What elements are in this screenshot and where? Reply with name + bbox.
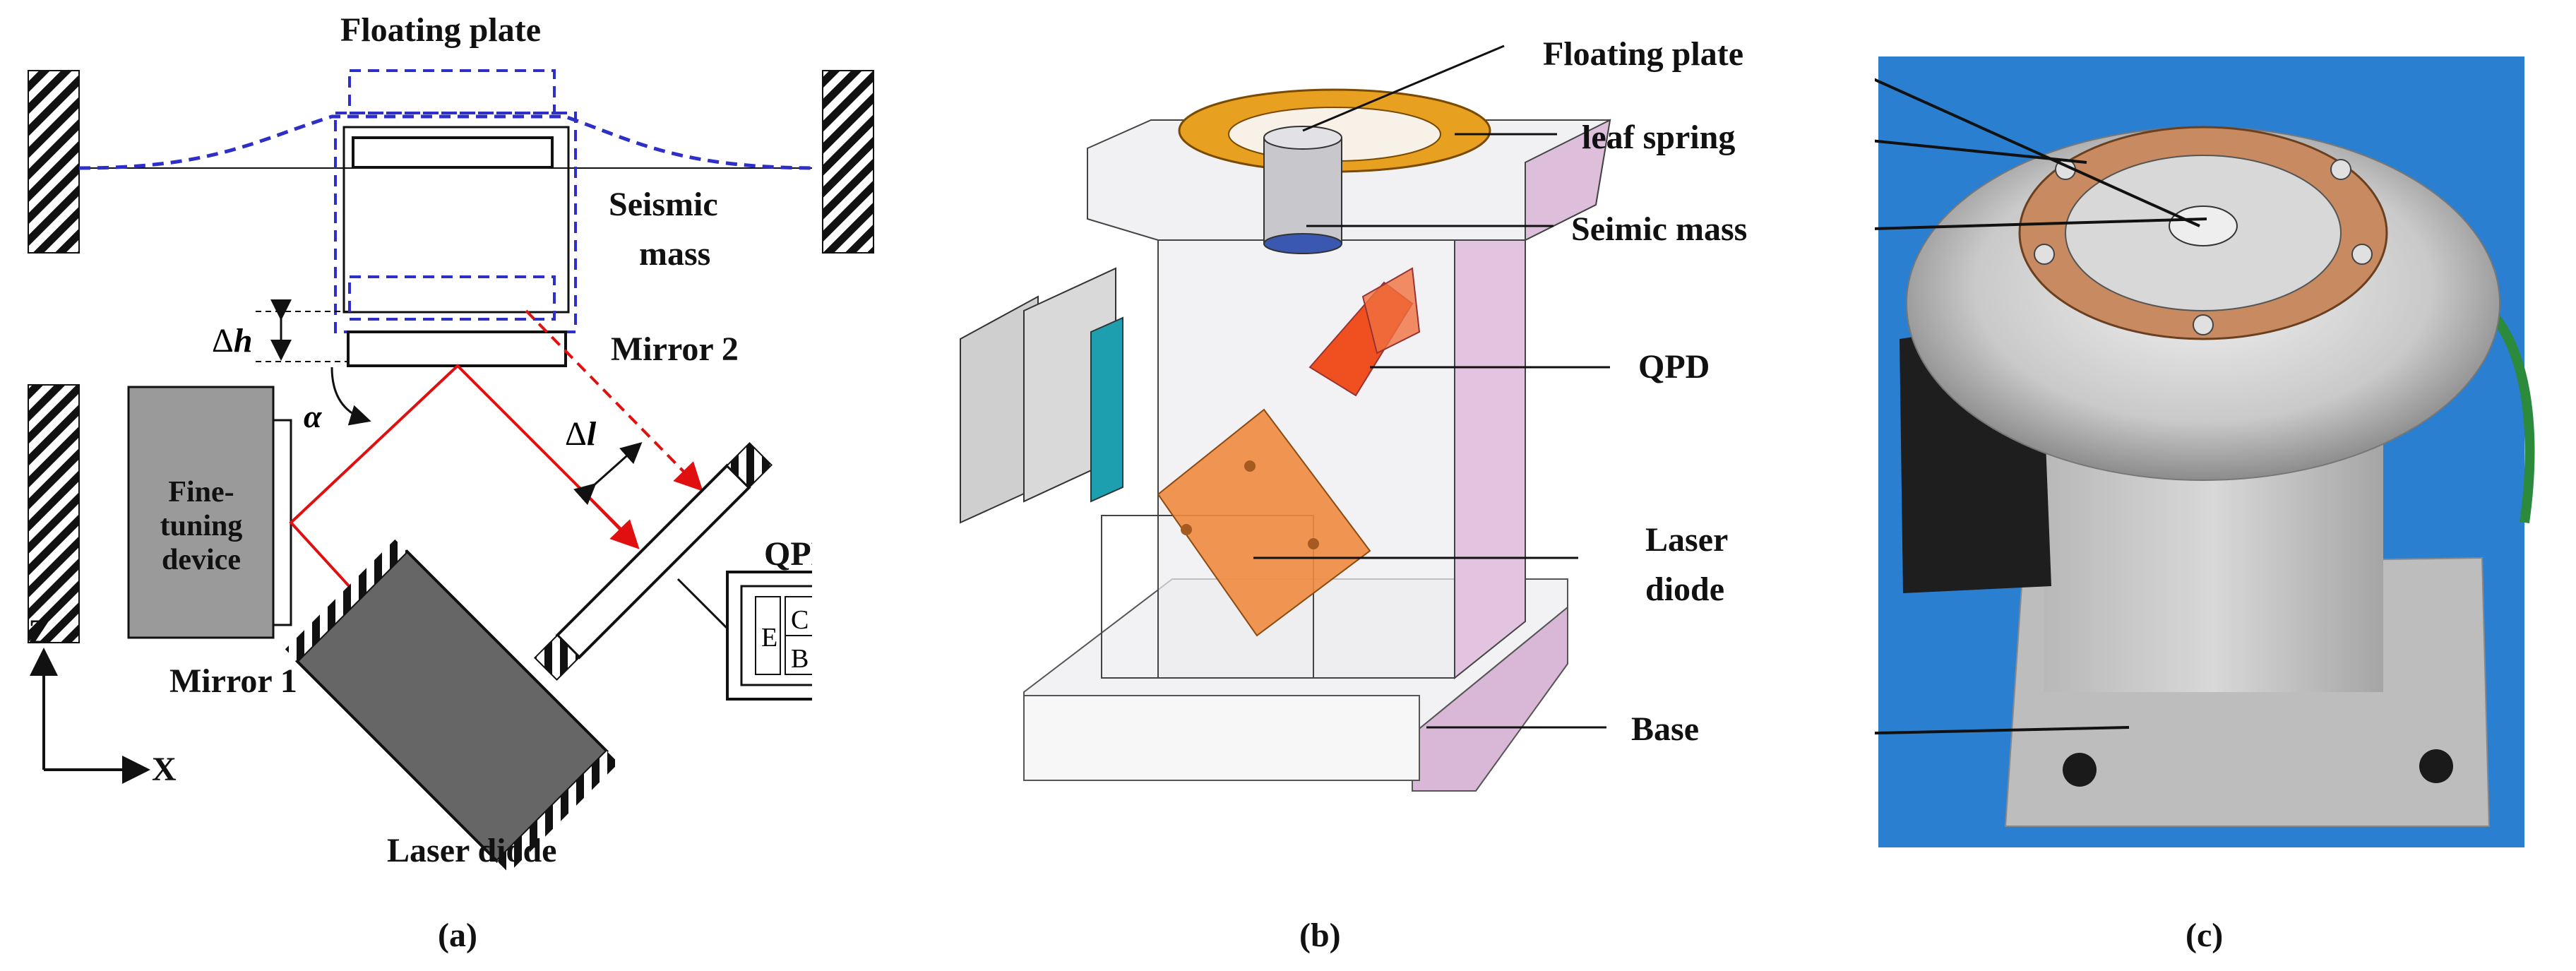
- photo-center-mass: [2169, 205, 2238, 246]
- label-mirror-2: Mirror 2: [611, 330, 739, 368]
- label-b-laser-2: diode: [1645, 571, 1724, 608]
- caption-a: (a): [438, 917, 477, 954]
- label-mirror-1: Mirror 1: [169, 662, 297, 700]
- photo-base-hole-2: [2419, 749, 2453, 783]
- body-side: [1454, 196, 1526, 680]
- fine-tuning-device: [127, 386, 275, 639]
- label-fine-line2: tuning: [160, 510, 243, 542]
- panel-a-right-wall: [822, 70, 874, 254]
- qpd-leader: [676, 578, 729, 630]
- photo-screw-5: [2193, 314, 2214, 335]
- label-fine-line3: device: [162, 544, 241, 576]
- label-seismic-line2: mass: [639, 235, 710, 273]
- leader-floating-plate: [1302, 44, 1505, 132]
- panel-b-cad: Floating plate leaf spring Seimic mass Q…: [960, 35, 1747, 954]
- seismic-mass-bottom: [1263, 233, 1342, 254]
- delta-l-arrow: [573, 442, 643, 506]
- caption-c: (c): [2186, 917, 2223, 954]
- label-qpd: QPD: [764, 535, 812, 573]
- photo-screw-2: [2330, 159, 2351, 180]
- base-front: [1023, 695, 1420, 781]
- label-floating-plate: Floating plate: [340, 11, 541, 49]
- label-seismic-line1: Seismic: [609, 186, 718, 223]
- laser-diode: [285, 539, 619, 874]
- caption-b: (b): [1299, 917, 1341, 954]
- laser-beam-end: [578, 486, 640, 549]
- qpd-chip-2: [1361, 267, 1421, 355]
- laser-block: [1157, 408, 1371, 637]
- label-axis-z: Z: [28, 613, 51, 650]
- qpd-e: E: [761, 623, 777, 653]
- floating-plate-dashed: [348, 69, 556, 114]
- screw-3: [1308, 538, 1319, 549]
- label-b-base: Base: [1631, 710, 1699, 748]
- label-b-qpd: QPD: [1638, 348, 1710, 386]
- label-b-laser-1: Laser: [1645, 521, 1728, 559]
- label-b-seismic-mass: Seimic mass: [1571, 210, 1747, 248]
- label-b-leaf-spring: leaf spring: [1582, 119, 1735, 156]
- seismic-mass: [342, 126, 570, 314]
- panel-a-schematic: Δh Floating plate Seismic mass Mirror 2 …: [28, 11, 812, 954]
- alpha-arc: [330, 367, 371, 426]
- floating-plate: [352, 136, 554, 169]
- photo-screw-4: [2351, 244, 2373, 265]
- qpd-b: B: [791, 644, 809, 674]
- mirror-1: [272, 419, 292, 626]
- mirror-2: [347, 330, 567, 367]
- delta-h-label: Δh: [212, 322, 253, 359]
- right-wall: [822, 70, 874, 254]
- qpd-cell-e: [755, 596, 781, 675]
- photo-base-hole-1: [2063, 753, 2097, 787]
- top-housing-side: [1525, 119, 1611, 242]
- photo-leader-floating-plate: [1875, 78, 2200, 227]
- laser-beam: [289, 364, 630, 623]
- left-wall-hatch: [28, 70, 80, 254]
- photo-leader-leaf-spring: [1875, 139, 2087, 164]
- seismic-mass-top: [1263, 126, 1342, 150]
- photo-screw-3: [2034, 244, 2055, 265]
- seismic-mass-cyl: [1263, 137, 1342, 244]
- deformed-spring: [78, 114, 812, 170]
- side-block-teal: [1090, 316, 1123, 503]
- panel-c-photo: (c): [1875, 56, 2535, 954]
- label-fine-line1: Fine-: [168, 476, 234, 508]
- label-laser-diode: Laser diode: [387, 832, 556, 869]
- qpd-tilted-mount: [534, 442, 773, 681]
- laser-beam-shifted: [525, 309, 703, 492]
- photo-leader-base: [1875, 726, 2130, 735]
- label-delta-l: Δl: [565, 415, 597, 453]
- screw-1: [1181, 524, 1192, 535]
- screw-2: [1244, 460, 1256, 472]
- label-alpha: α: [304, 398, 323, 434]
- photo-leader-seismic: [1875, 218, 2207, 230]
- label-axis-x: X: [152, 751, 177, 788]
- seismic-mass-lower-dashed: [348, 275, 556, 321]
- qpd-c: C: [791, 605, 809, 635]
- label-b-floating-plate: Floating plate: [1543, 35, 1743, 73]
- left-wall-hatch-2: [28, 384, 80, 643]
